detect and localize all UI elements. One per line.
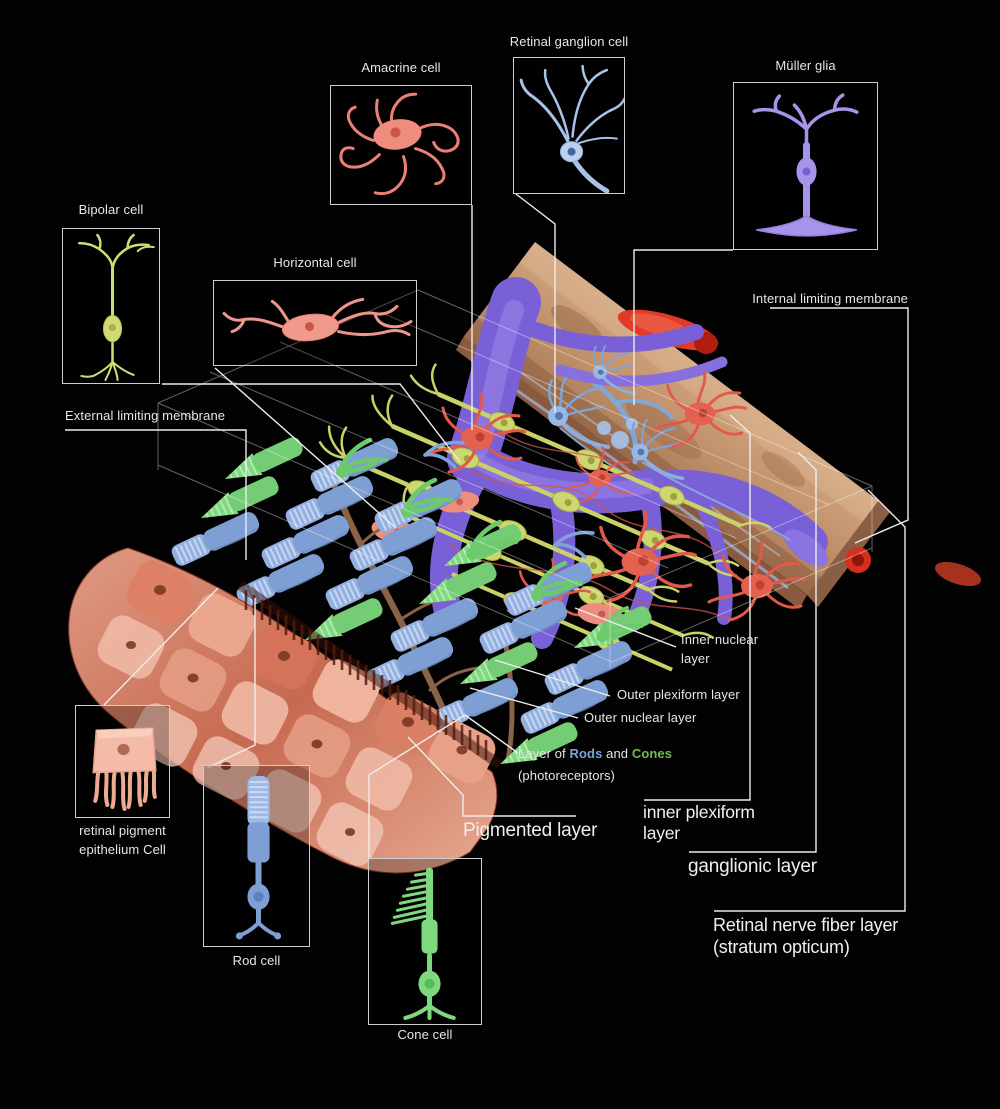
rod-cell-illustration (235, 776, 282, 940)
outer-plexiform-layer-label: Outer plexiform layer (617, 687, 740, 702)
muller-glia-box (733, 82, 878, 250)
leader-ganglionic (689, 451, 817, 853)
leader-bipolar (162, 383, 461, 463)
leader-internal-limiting (770, 307, 909, 544)
leader-epithelium (103, 587, 219, 706)
amacrine-cell-label: Amacrine cell (361, 60, 441, 75)
cones-word: Cones (631, 746, 673, 761)
muller-glia-label: Müller glia (775, 58, 836, 73)
muller-glia-illustration (752, 93, 859, 237)
leader-outer-plexiform (494, 659, 611, 697)
leader-external-limiting (65, 429, 247, 560)
bipolar-cell-box (62, 228, 160, 384)
pigment-epithelium-cell-illustration (92, 727, 157, 811)
inner-plexiform-layer-label: inner plexiform layer (643, 802, 755, 844)
leader-pigmented (407, 736, 576, 817)
rod-cell-box (203, 765, 310, 947)
retinal-ganglion-cell-label: Retinal ganglion cell (509, 34, 629, 49)
pigmented-layer-label: Pigmented layer (463, 820, 598, 841)
horizontal-cell-illustration (222, 297, 413, 342)
photoreceptors-label: (photoreceptors) (518, 768, 615, 783)
cone-cell-box (368, 858, 482, 1025)
ganglionic-layer-label: ganglionic layer (688, 856, 817, 877)
callout-lines (65, 193, 909, 912)
rods-cones-layer-label: Layer of Rods and Cones (518, 745, 672, 764)
rods-word: Rods (569, 746, 603, 761)
bipolar-cells-3d (318, 363, 772, 672)
leader-inner-nuclear (574, 607, 677, 648)
bipolar-cell-label: Bipolar cell (78, 202, 144, 217)
pigmented-epithelium-3d (68, 547, 503, 874)
amacrine-cell-box (330, 85, 472, 205)
leader-nerve-fiber (714, 489, 906, 912)
leader-horizontal (214, 367, 397, 529)
amacrine-cell-illustration (339, 92, 460, 196)
cone-cell-label: Cone cell (397, 1027, 453, 1042)
pigment-epithelium-cell-box (75, 705, 170, 818)
retinal-ganglion-cell-illustration (519, 64, 624, 193)
rod-cell-label: Rod cell (232, 953, 281, 968)
outer-nuclear-layer-label: Outer nuclear layer (584, 710, 697, 725)
rods-cones-prefix: Layer of (518, 746, 570, 761)
horizontal-cell-label: Horizontal cell (273, 255, 357, 270)
leader-muller (633, 249, 733, 405)
leader-inner-plexiform (644, 414, 751, 801)
external-limiting-membrane-label: External limiting membrane (65, 408, 226, 423)
pigment-epithelium-cell-label: retinal pigment epithelium Cell (79, 823, 166, 857)
horizontal-cell-box (213, 280, 417, 366)
nerve-fiber-layer-label: Retinal nerve fiber layer (stratum optic… (713, 915, 899, 957)
leader-outer-nuclear (469, 687, 579, 719)
microvilli-striations (244, 590, 488, 760)
leader-rod (206, 598, 256, 769)
bipolar-cell-illustration (78, 233, 155, 381)
leader-ganglion-cell (515, 193, 556, 413)
retinal-ganglion-cell-box (513, 57, 625, 194)
amacrine-horizontal-cells-3d (368, 370, 807, 628)
rods-cones-conjunction: and (602, 746, 632, 761)
leader-cone (368, 714, 466, 858)
internal-limiting-membrane-label: Internal limiting membrane (752, 291, 908, 306)
layer-wireframe (157, 289, 873, 668)
cone-cell-illustration (390, 867, 456, 1020)
inner-nuclear-layer-label: Inner nuclear layer (681, 632, 759, 666)
leader-rods-cones (464, 714, 519, 754)
